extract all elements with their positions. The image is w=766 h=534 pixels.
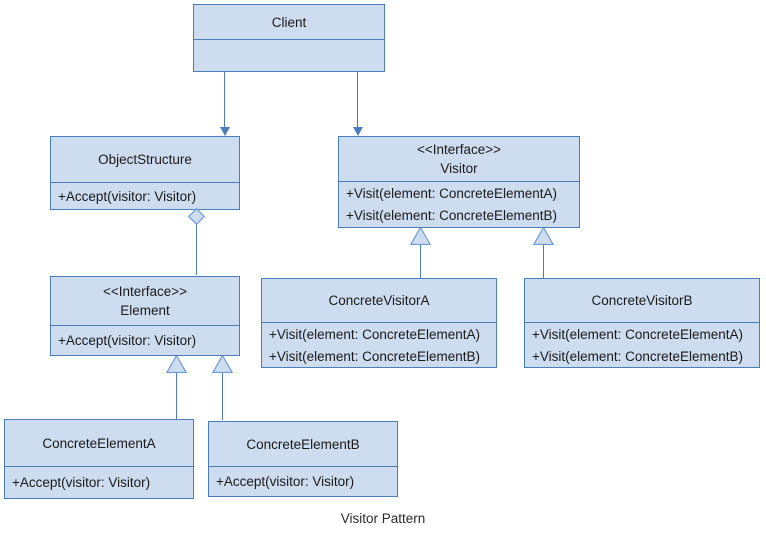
class-member: +Accept(visitor: Visitor) bbox=[12, 474, 151, 490]
class-box-concrete-element-a-header: ConcreteElementA bbox=[5, 420, 193, 466]
class-member: +Visit(element: ConcreteElementB) bbox=[532, 348, 743, 364]
class-name-concrete-element-b: ConcreteElementB bbox=[246, 436, 360, 452]
class-name-concrete-visitor-a: ConcreteVisitorA bbox=[328, 293, 430, 308]
connector-client-to-object-structure-line bbox=[224, 72, 225, 130]
class-member: +Visit(element: ConcreteElementA) bbox=[269, 326, 480, 342]
arrow-head-client-to-object-structure bbox=[220, 127, 230, 136]
class-box-concrete-visitor-a[interactable]: ConcreteVisitorA +Visit(element: Concret… bbox=[261, 278, 497, 368]
connector-client-to-visitor-line bbox=[357, 72, 358, 130]
class-box-concrete-element-a-members: +Accept(visitor: Visitor) bbox=[5, 466, 193, 498]
class-box-object-structure-header: ObjectStructure bbox=[51, 137, 239, 182]
class-box-visitor[interactable]: <<Interface>> Visitor +Visit(element: Co… bbox=[338, 136, 580, 228]
realization-triangle-concrete-element-b bbox=[212, 355, 233, 373]
class-member: +Accept(visitor: Visitor) bbox=[58, 332, 197, 348]
class-name-object-structure: ObjectStructure bbox=[98, 152, 192, 167]
class-member: +Visit(element: ConcreteElementB) bbox=[346, 208, 557, 223]
class-name-concrete-element-a: ConcreteElementA bbox=[42, 435, 156, 451]
class-box-element-members: +Accept(visitor: Visitor) bbox=[51, 325, 239, 355]
class-box-concrete-element-b[interactable]: ConcreteElementB +Accept(visitor: Visito… bbox=[208, 421, 398, 497]
connector-concrete-element-a-to-element-line bbox=[176, 372, 177, 420]
class-box-element[interactable]: <<Interface>> Element +Accept(visitor: V… bbox=[50, 276, 240, 356]
class-name-concrete-visitor-b: ConcreteVisitorB bbox=[591, 293, 693, 308]
class-box-concrete-element-b-header: ConcreteElementB bbox=[209, 422, 397, 466]
class-member: +Visit(element: ConcreteElementB) bbox=[269, 348, 480, 364]
class-box-concrete-visitor-b-members: +Visit(element: ConcreteElementA) +Visit… bbox=[525, 322, 759, 368]
aggregation-diamond-object-structure bbox=[188, 208, 205, 225]
arrow-head-client-to-visitor bbox=[353, 127, 363, 136]
class-member: +Visit(element: ConcreteElementA) bbox=[532, 326, 743, 342]
class-box-client[interactable]: Client bbox=[193, 4, 385, 72]
class-box-concrete-visitor-a-header: ConcreteVisitorA bbox=[262, 279, 496, 322]
class-box-concrete-element-a[interactable]: ConcreteElementA +Accept(visitor: Visito… bbox=[4, 419, 194, 499]
class-box-visitor-header: <<Interface>> Visitor bbox=[339, 137, 579, 181]
class-box-object-structure-members: +Accept(visitor: Visitor) bbox=[51, 182, 239, 210]
realization-triangle-concrete-visitor-b bbox=[533, 227, 554, 245]
class-member: +Visit(element: ConcreteElementA) bbox=[346, 186, 557, 201]
class-stereotype-visitor: <<Interface>> bbox=[416, 142, 502, 157]
class-box-client-header: Client bbox=[194, 5, 384, 39]
realization-triangle-concrete-visitor-a bbox=[410, 227, 431, 245]
class-box-client-members bbox=[194, 39, 384, 72]
connector-concrete-visitor-b-to-visitor-line bbox=[543, 244, 544, 278]
diagram-caption: Visitor Pattern bbox=[340, 511, 426, 526]
class-name-element: Element bbox=[120, 303, 170, 318]
class-name-client: Client bbox=[271, 14, 307, 30]
class-box-visitor-members: +Visit(element: ConcreteElementA) +Visit… bbox=[339, 181, 579, 228]
connector-concrete-element-b-to-element-line bbox=[222, 372, 223, 420]
class-name-visitor: Visitor bbox=[440, 161, 478, 176]
connector-object-structure-to-element-line bbox=[196, 210, 197, 275]
realization-triangle-concrete-element-a bbox=[166, 355, 187, 373]
class-box-concrete-element-b-members: +Accept(visitor: Visitor) bbox=[209, 466, 397, 496]
class-member: +Accept(visitor: Visitor) bbox=[216, 473, 355, 489]
connector-concrete-visitor-a-to-visitor-line bbox=[420, 244, 421, 278]
class-member: +Accept(visitor: Visitor) bbox=[58, 188, 197, 204]
class-box-object-structure[interactable]: ObjectStructure +Accept(visitor: Visitor… bbox=[50, 136, 240, 210]
class-stereotype-element: <<Interface>> bbox=[102, 284, 188, 299]
class-box-element-header: <<Interface>> Element bbox=[51, 277, 239, 325]
class-box-concrete-visitor-b[interactable]: ConcreteVisitorB +Visit(element: Concret… bbox=[524, 278, 760, 368]
class-box-concrete-visitor-a-members: +Visit(element: ConcreteElementA) +Visit… bbox=[262, 322, 496, 368]
class-box-concrete-visitor-b-header: ConcreteVisitorB bbox=[525, 279, 759, 322]
